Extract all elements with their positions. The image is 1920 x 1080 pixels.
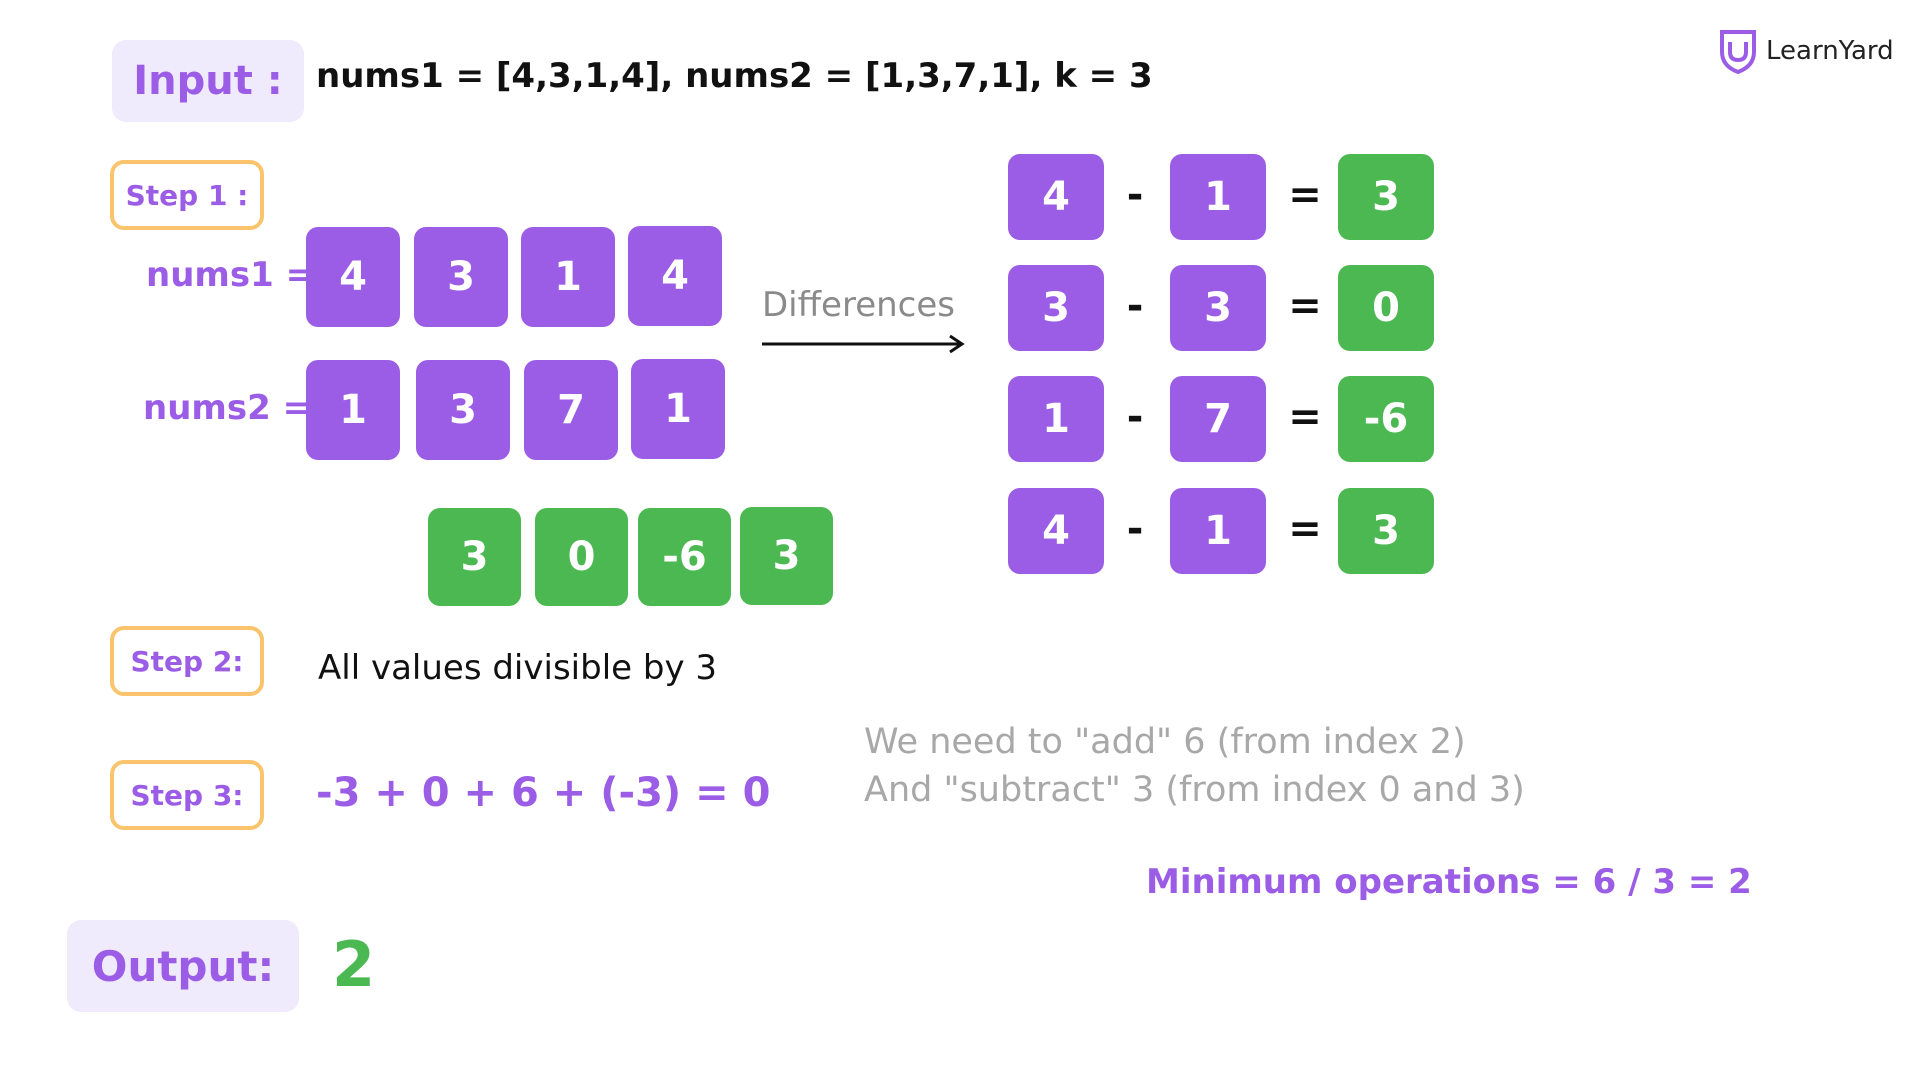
learnyard-logo: LearnYard	[1718, 28, 1894, 75]
differences-arrow	[762, 332, 972, 360]
nums2-cell: 1	[631, 359, 725, 459]
differences-label: Differences	[762, 285, 955, 325]
nums1-cell: 4	[306, 227, 400, 327]
input-label: Input :	[112, 40, 304, 122]
nums2-cell: 3	[416, 360, 510, 460]
minimum-operations: Minimum operations = 6 / 3 = 2	[1146, 862, 1752, 902]
step1-label: Step 1 :	[110, 160, 264, 230]
eq-minus: -	[1126, 172, 1144, 218]
eq-minus: -	[1126, 283, 1144, 329]
logo-text: LearnYard	[1766, 36, 1894, 66]
diff-cell: 3	[428, 508, 521, 606]
eq-a: 4	[1008, 488, 1104, 574]
eq-b: 1	[1170, 154, 1266, 240]
nums1-cell: 4	[628, 226, 722, 326]
eq-equals: =	[1288, 394, 1322, 440]
nums1-cell: 3	[414, 227, 508, 327]
eq-equals: =	[1288, 506, 1322, 552]
eq-b: 7	[1170, 376, 1266, 462]
eq-result: 3	[1338, 154, 1434, 240]
eq-a: 1	[1008, 376, 1104, 462]
diff-cell: 0	[535, 508, 628, 606]
nums2-cell: 7	[524, 360, 618, 460]
diff-cell: -6	[638, 508, 731, 606]
eq-equals: =	[1288, 172, 1322, 218]
step2-text: All values divisible by 3	[318, 648, 718, 688]
step3-note-line1: We need to "add" 6 (from index 2)	[864, 722, 1466, 762]
learnyard-shield-icon	[1718, 28, 1758, 75]
eq-result: 3	[1338, 488, 1434, 574]
eq-a: 4	[1008, 154, 1104, 240]
input-value: nums1 = [4,3,1,4], nums2 = [1,3,7,1], k …	[316, 56, 1153, 96]
step3-expression: -3 + 0 + 6 + (-3) = 0	[316, 770, 771, 816]
eq-result: -6	[1338, 376, 1434, 462]
step2-label: Step 2:	[110, 626, 264, 696]
eq-equals: =	[1288, 283, 1322, 329]
eq-b: 1	[1170, 488, 1266, 574]
eq-a: 3	[1008, 265, 1104, 351]
nums2-label: nums2 =	[143, 388, 312, 428]
output-value: 2	[332, 928, 376, 1001]
step3-label: Step 3:	[110, 760, 264, 830]
eq-b: 3	[1170, 265, 1266, 351]
eq-minus: -	[1126, 394, 1144, 440]
diff-cell: 3	[740, 507, 833, 605]
nums1-cell: 1	[521, 227, 615, 327]
nums1-label: nums1 =	[146, 255, 315, 295]
step3-note-line2: And "subtract" 3 (from index 0 and 3)	[864, 770, 1525, 810]
eq-minus: -	[1126, 506, 1144, 552]
output-label: Output:	[67, 920, 299, 1012]
eq-result: 0	[1338, 265, 1434, 351]
nums2-cell: 1	[306, 360, 400, 460]
